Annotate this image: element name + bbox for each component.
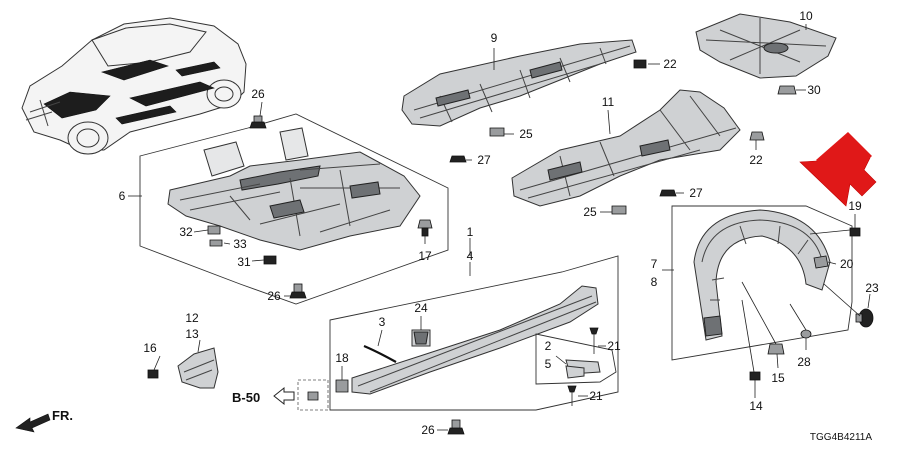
clip-25-top[interactable] (489, 127, 505, 137)
clip-23[interactable] (855, 308, 874, 328)
screw-21-bottom[interactable] (567, 385, 577, 406)
bracket-group-2-5[interactable] (535, 333, 617, 385)
clip-26-mid[interactable] (289, 283, 307, 299)
label-26-mid: 26 (267, 289, 281, 303)
clip-22-mid[interactable] (749, 131, 765, 141)
mud-guard-part[interactable] (177, 347, 219, 389)
front-fender-lining-part[interactable] (693, 209, 831, 341)
clip-31[interactable] (263, 255, 277, 265)
clip-28[interactable] (800, 329, 812, 339)
label-32: 32 (179, 225, 193, 239)
front-arrow-icon (15, 413, 51, 433)
clip-26-bottom[interactable] (447, 419, 465, 435)
label-2: 2 (545, 339, 552, 353)
middle-under-cover-9[interactable] (401, 39, 637, 127)
highlight-arrow (799, 132, 877, 207)
rear-under-cover-10[interactable] (695, 13, 837, 79)
label-4: 4 (467, 249, 474, 263)
side-sill-group-box (329, 238, 619, 411)
label-27-mid: 27 (689, 186, 703, 200)
diagram-code: TGG4B4211A (810, 432, 872, 443)
clip-27-mid[interactable] (659, 189, 677, 197)
diagram-code-label: TGG4B4211A (810, 432, 872, 443)
label-18: 18 (335, 351, 349, 365)
label-6: 6 (119, 189, 126, 203)
clip-17[interactable] (417, 219, 433, 237)
bracket-24[interactable] (411, 329, 431, 347)
side-under-cover-11[interactable] (511, 89, 741, 207)
label-3: 3 (379, 315, 386, 329)
clip-15[interactable] (767, 343, 785, 355)
clip-16[interactable] (147, 369, 159, 379)
label-15: 15 (771, 371, 785, 385)
label-9: 9 (491, 31, 498, 45)
clip-25-bottom[interactable] (611, 205, 627, 215)
label-30: 30 (807, 83, 821, 97)
screw-14[interactable] (749, 371, 761, 392)
b50-reference[interactable]: B-50 (232, 386, 295, 406)
part-labels: 26 6 32 33 31 26 17 9 10 22 30 11 22 25 … (119, 9, 879, 437)
leader-lines (128, 24, 871, 431)
label-31: 31 (237, 255, 251, 269)
b50-reference-clip[interactable] (297, 379, 329, 411)
label-23: 23 (865, 281, 879, 295)
clip-30[interactable] (777, 85, 797, 95)
label-22-mid: 22 (749, 153, 763, 167)
label-22-top: 22 (663, 57, 677, 71)
side-sill-garnish-part[interactable] (351, 285, 599, 395)
front-label: FR. (52, 408, 73, 423)
label-17: 17 (418, 249, 432, 263)
clip-18[interactable] (335, 379, 349, 393)
label-14: 14 (749, 399, 763, 413)
label-8: 8 (651, 275, 658, 289)
fender-lining-group-box (671, 205, 853, 361)
label-25-top: 25 (519, 127, 533, 141)
car-overview (21, 17, 247, 155)
screw-21-top[interactable] (589, 327, 599, 354)
clip-32[interactable] (207, 225, 221, 235)
label-12: 12 (185, 311, 199, 325)
front-direction-marker: FR. (15, 408, 73, 433)
label-1: 1 (467, 225, 474, 239)
clip-26-top[interactable] (249, 115, 267, 129)
reference-arrow-icon (273, 386, 295, 406)
label-11: 11 (602, 95, 615, 109)
side-sill-strip-3[interactable] (363, 344, 397, 363)
clip-19[interactable] (849, 227, 861, 237)
label-26-bottom: 26 (421, 423, 435, 437)
clip-20[interactable] (813, 255, 829, 269)
floor-under-cover-part[interactable] (167, 127, 421, 251)
clip-33[interactable] (209, 239, 223, 247)
label-27-top: 27 (477, 153, 491, 167)
label-24: 24 (414, 301, 428, 315)
reference-label: B-50 (232, 390, 260, 405)
label-21-bottom: 21 (589, 389, 603, 403)
label-19: 19 (848, 199, 862, 213)
label-28: 28 (797, 355, 811, 369)
clip-27-top[interactable] (449, 155, 467, 163)
label-10: 10 (799, 9, 813, 23)
label-7: 7 (651, 257, 658, 271)
label-13: 13 (185, 327, 199, 341)
label-21-top: 21 (607, 339, 621, 353)
label-16: 16 (143, 341, 157, 355)
label-5: 5 (545, 357, 552, 371)
label-20: 20 (840, 257, 854, 271)
label-33: 33 (233, 237, 247, 251)
clip-22-top[interactable] (633, 59, 647, 69)
label-26-top: 26 (251, 87, 265, 101)
label-25-bottom: 25 (583, 205, 597, 219)
